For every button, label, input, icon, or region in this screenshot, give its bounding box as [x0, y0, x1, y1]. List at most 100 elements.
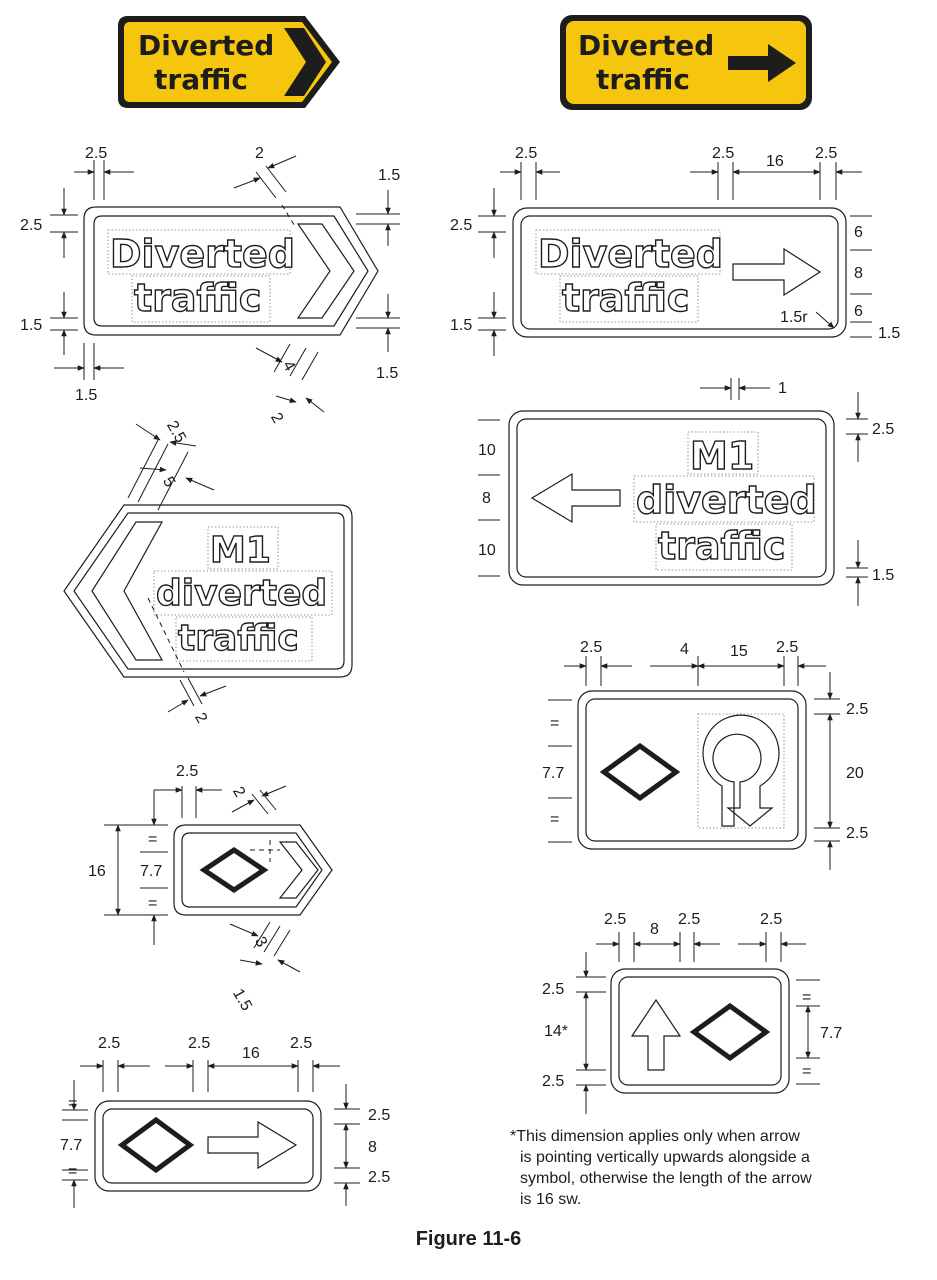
d7-dim-left-top: 2.5	[542, 981, 564, 998]
yellow-arrow-line1: Diverted	[578, 29, 714, 62]
d5-dim-right-bottom: 2.5	[846, 825, 868, 842]
d8-dim-top-4: 2.5	[290, 1035, 312, 1052]
d8-dim-right-3: 2.5	[368, 1169, 390, 1186]
d7-dim-right-eq2: =	[802, 1063, 811, 1080]
diagram-diamond-roundabout: 2.5 4 15 2.5 = 7.7 = 2.5 20 2.5	[542, 639, 868, 870]
d3-dim-left-1: 10	[478, 442, 496, 459]
d3-dim-left-3: 10	[478, 542, 496, 559]
d5-dim-top-w: 15	[730, 643, 748, 660]
d7-dim-left-h: 14*	[544, 1023, 568, 1040]
d2-text-line2: traffic	[562, 276, 689, 320]
d3-dim-right-bottom: 1.5	[872, 567, 894, 584]
diagram-arrow-up-diamond: 2.5 8 2.5 2.5 2.5 14* 2.5 = 7.7 =	[542, 911, 842, 1114]
d6-dim-eq2: =	[148, 895, 157, 912]
chevron-left-outline-icon	[91, 521, 164, 661]
chevron-outline-icon	[296, 223, 355, 319]
d4-text-line3: traffic	[178, 618, 299, 659]
d5-dim-left-h: 7.7	[542, 765, 564, 782]
d7-dim-top-1: 2.5	[604, 911, 626, 928]
d8-dim-left-eq1: =	[68, 1095, 77, 1112]
d8-dim-right-1: 2.5	[368, 1107, 390, 1124]
d1-dim-bottom: 1.5	[75, 387, 97, 404]
d6-dim-mid: 7.7	[140, 863, 162, 880]
diamond-symbol-icon	[117, 1116, 195, 1174]
d2-dim-arrow-len: 16	[766, 153, 784, 170]
footnote-line2: is pointing vertically upwards alongside…	[520, 1149, 810, 1166]
diamond-symbol-icon	[599, 742, 681, 802]
d2-dim-radius: 1.5r	[780, 309, 808, 326]
diamond-symbol-icon	[199, 846, 269, 894]
d8-dim-top-2: 2.5	[188, 1035, 210, 1052]
d2-dim-right-1: 6	[854, 224, 863, 241]
d1-dim-left-top: 2.5	[20, 217, 42, 234]
d7-dim-top-4: 2.5	[760, 911, 782, 928]
diagram-chevron-right: Diverted traffic 2.5 2.5 1.5 1.5 2 1.5 1…	[20, 145, 400, 426]
d2-dim-top-left: 2.5	[515, 145, 537, 162]
d8-dim-top-1: 2.5	[98, 1035, 120, 1052]
diagram-arrow-right: Diverted traffic 2.5 2.5 16 2.5 2.5 1.5 …	[450, 145, 900, 356]
d8-dim-top-3: 16	[242, 1045, 260, 1062]
d7-dim-left-bottom: 2.5	[542, 1073, 564, 1090]
d5-dim-left-eq1: =	[550, 715, 559, 732]
d8-dim-right-2: 8	[368, 1139, 377, 1156]
d1-dim-right-top: 1.5	[378, 167, 400, 184]
yellow-chevron-line1: Diverted	[138, 29, 274, 62]
d2-dim-left-top: 2.5	[450, 217, 472, 234]
d2-text-line1: Diverted	[538, 232, 723, 276]
d2-dim-top-mid: 2.5	[712, 145, 734, 162]
d4-dim-bottom: 2	[191, 710, 210, 726]
d1-dim-chev-top: 2	[255, 145, 264, 162]
d8-dim-left-h: 7.7	[60, 1137, 82, 1154]
d1-dim-left-bottom: 1.5	[20, 317, 42, 334]
yellow-chevron-line2: traffic	[154, 63, 248, 96]
d5-dim-left-eq2: =	[550, 811, 559, 828]
arrow-right-outline-icon	[207, 1120, 298, 1170]
d1-dim-chev-gap: 2	[267, 410, 286, 426]
d6-dim-top: 2.5	[176, 763, 198, 780]
d6-dim-eq1: =	[148, 831, 157, 848]
footnote: *This dimension applies only when arrow …	[510, 1126, 870, 1210]
d2-dim-right-3: 6	[854, 303, 863, 320]
d5-dim-right-h: 20	[846, 765, 864, 782]
d1-dim-right-bottom: 1.5	[376, 365, 398, 382]
d2-dim-top-right: 2.5	[815, 145, 837, 162]
d1-dim-chev-w: 4	[279, 358, 298, 374]
footnote-line1: *This dimension applies only when arrow	[510, 1128, 800, 1145]
diamond-symbol-icon	[689, 1002, 771, 1062]
d8-dim-left-eq2: =	[68, 1163, 77, 1180]
footnote-line4: is 16 sw.	[520, 1191, 582, 1208]
d3-text-line2: diverted	[636, 478, 817, 522]
d7-dim-top-2: 8	[650, 921, 659, 938]
d4-text-line2: diverted	[156, 573, 327, 614]
chevron-outline-icon	[278, 841, 319, 899]
d7-dim-top-3: 2.5	[678, 911, 700, 928]
yellow-chevron-sign: Diverted traffic	[118, 16, 340, 108]
d1-text-line1: Diverted	[110, 232, 295, 276]
d6-dim-chev: 2	[229, 784, 248, 800]
d1-dim-top: 2.5	[85, 145, 107, 162]
d7-dim-right-eq1: =	[802, 989, 811, 1006]
footnote-line3: symbol, otherwise the length of the arro…	[520, 1170, 812, 1187]
d3-dim-right-top: 2.5	[872, 421, 894, 438]
d1-text-line2: traffic	[134, 276, 261, 320]
d4-text-line1: M1	[210, 530, 271, 571]
roundabout-icon	[702, 714, 780, 827]
d6-dim-h: 16	[88, 863, 106, 880]
d2-dim-left-bottom: 1.5	[450, 317, 472, 334]
diagram-chevron-left: M1 diverted traffic 2.5 5 2	[63, 418, 353, 726]
arrow-right-icon	[728, 44, 796, 82]
d4-dim-top-1: 2.5	[163, 418, 189, 446]
footnote-marker: *	[510, 1128, 517, 1145]
d5-dim-right-top: 2.5	[846, 701, 868, 718]
d2-dim-right-2: 8	[854, 265, 863, 282]
arrow-right-outline-icon	[732, 247, 822, 297]
d4-dim-top-2: 5	[159, 474, 178, 490]
chevron-icon	[284, 28, 326, 96]
yellow-arrow-sign: Diverted traffic	[560, 15, 812, 110]
yellow-arrow-line2: traffic	[596, 63, 690, 96]
arrow-left-outline-icon	[530, 472, 621, 524]
d2-dim-right-4: 1.5	[878, 325, 900, 342]
d5-dim-top-mid: 4	[680, 641, 689, 658]
arrow-up-outline-icon	[630, 998, 682, 1071]
